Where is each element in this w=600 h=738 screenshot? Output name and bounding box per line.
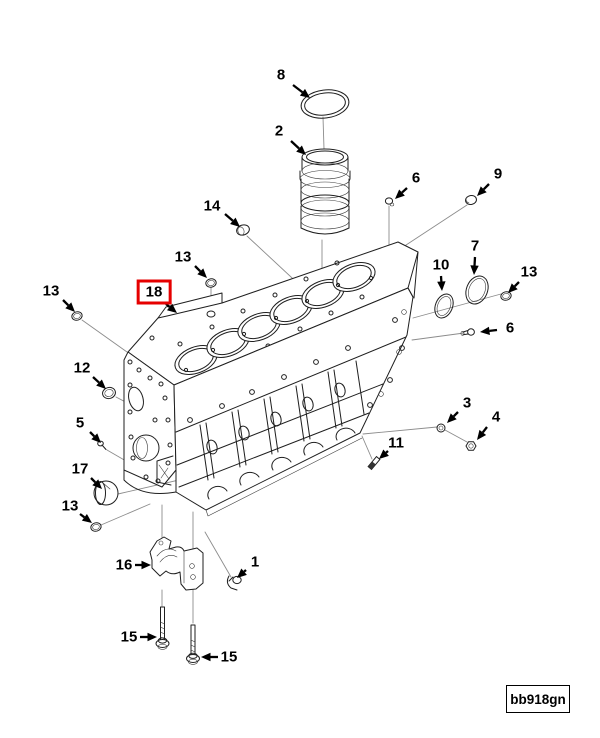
- part-callout-label: 6: [505, 319, 515, 337]
- part-callout-label: 9: [493, 165, 503, 183]
- part-callout-label: 6: [411, 169, 421, 187]
- expansion-plug-part-drawing: [465, 194, 477, 206]
- callout-arrow-head: [296, 145, 306, 155]
- engine-block-body-drawing: [123, 241, 419, 517]
- callout-arrow-head: [480, 326, 490, 336]
- part-callout-label: 3: [462, 394, 472, 412]
- callout-arrow-line: [481, 426, 488, 434]
- callout-arrow-line: [92, 376, 100, 384]
- nut-part-drawing: [465, 441, 477, 451]
- part-callout-label: 2: [274, 122, 284, 140]
- callout-arrow-head: [470, 265, 479, 275]
- bolt-part-drawing: [155, 606, 170, 650]
- callout-arrow-head: [166, 303, 177, 313]
- callout-arrow-line: [513, 281, 520, 288]
- callout-arrow-head: [299, 88, 310, 98]
- callout-arrow-head: [437, 281, 446, 291]
- rear-face-drawing: [378, 251, 419, 397]
- bolt-part-drawing: [186, 624, 200, 665]
- part-callout-label: 1: [250, 553, 260, 571]
- callout-arrow-line: [89, 431, 96, 438]
- callout-arrow-head: [477, 186, 487, 196]
- clamp-part-drawing: [226, 575, 242, 591]
- callout-arrow-head: [237, 568, 247, 578]
- drawing-code-text: bb918gn: [510, 691, 566, 707]
- part-callout-label: 7: [470, 237, 480, 255]
- callout-arrow-line: [385, 450, 389, 454]
- side-face-drawing: [173, 287, 414, 517]
- callout-arrow-line: [290, 140, 300, 150]
- callout-arrow-line: [482, 183, 490, 191]
- callout-arrow-head: [395, 189, 405, 199]
- large-cup-plug-part-drawing: [93, 480, 119, 506]
- callout-arrow-line: [243, 569, 247, 573]
- front-face-drawing: [123, 351, 177, 494]
- bracket-part-drawing: [149, 536, 204, 591]
- part-callout-label: 10: [432, 256, 450, 274]
- cup-plug-part-drawing: [236, 224, 250, 236]
- part-callout-label: 12: [73, 359, 91, 377]
- callout-arrow-line: [90, 477, 97, 484]
- dowel-pin-part-drawing: [367, 455, 381, 471]
- callout-arrow-line: [79, 513, 86, 519]
- leader-lines: [81, 116, 502, 624]
- part-callout-label: 13: [42, 282, 60, 300]
- rear-o-ring-part-drawing: [434, 293, 454, 319]
- callout-arrow-line: [62, 299, 70, 307]
- o-ring-part-drawing: [300, 89, 350, 119]
- callout-arrow-head: [201, 652, 211, 662]
- callout-arrow-line: [292, 84, 304, 94]
- part-callout-label: 14: [203, 197, 221, 215]
- callout-arrow-head: [92, 479, 102, 489]
- pipe-plug-part-drawing: [384, 197, 395, 207]
- cylinder-bores-drawing: [174, 262, 376, 375]
- part-callout-label: 5: [75, 414, 85, 432]
- cover-plate-part-drawing: [465, 275, 489, 305]
- callout-arrow-head: [508, 283, 518, 293]
- part-callout-label-highlighted: 18: [136, 279, 172, 305]
- callout-arrow-head: [477, 429, 487, 440]
- o-ring-seal-part-drawing: [102, 386, 116, 400]
- washer-part-drawing: [436, 423, 446, 433]
- threaded-plug-part-drawing: [460, 328, 475, 336]
- callout-arrow-line: [452, 411, 459, 418]
- callout-arrow-head: [141, 560, 151, 570]
- callout-arrow-head: [91, 433, 101, 443]
- cylinder-liner-part-drawing: [299, 148, 351, 235]
- screw-part-drawing: [97, 440, 107, 450]
- part-callout-label: 13: [61, 497, 79, 515]
- part-callout-label: 15: [120, 628, 138, 646]
- callout-arrow-head: [230, 217, 240, 227]
- callout-arrow-head: [96, 379, 106, 389]
- part-callout-label: 13: [520, 263, 538, 281]
- callout-arrow-head: [81, 513, 92, 523]
- callout-arrow-head: [147, 632, 157, 642]
- part-callout-label: 13: [174, 248, 192, 266]
- callout-arrow-line: [194, 265, 202, 273]
- callout-arrow-head: [447, 413, 457, 423]
- callout-arrow-line: [489, 328, 498, 333]
- drawing-code-box: bb918gn: [506, 685, 570, 713]
- callout-arrow-line: [401, 187, 408, 194]
- part-callout-label: 11: [388, 434, 404, 452]
- callout-arrow-head: [197, 268, 207, 278]
- part-callout-label: 8: [276, 66, 286, 84]
- sealing-ring-part-drawing: [71, 278, 512, 532]
- part-callout-label: 15: [220, 648, 238, 666]
- part-callout-label: 16: [115, 556, 133, 574]
- callout-arrow-head: [379, 449, 389, 459]
- callout-arrow-head: [65, 302, 75, 312]
- part-callout-label: 17: [71, 460, 89, 478]
- part-callout-label: 4: [491, 408, 501, 426]
- callout-arrow-line: [224, 213, 234, 222]
